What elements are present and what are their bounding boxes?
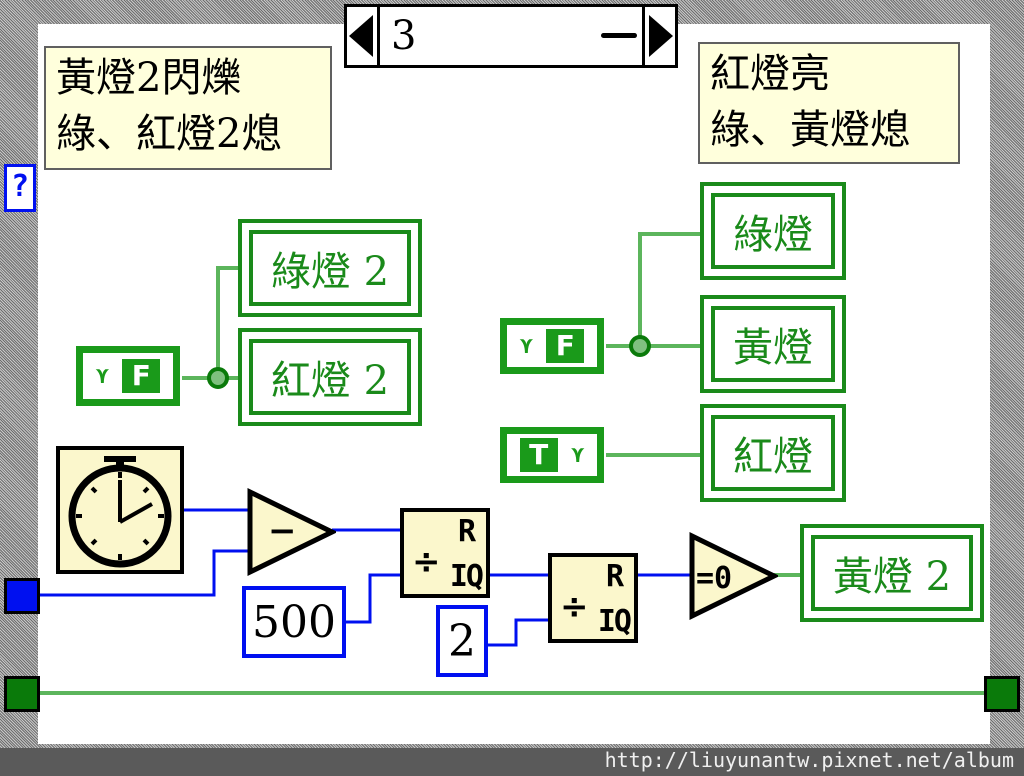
integer-quotient-label: IQ [597, 604, 632, 639]
wire-tunnel-to-subtract [38, 549, 248, 597]
indicator-label: 紅燈 [711, 415, 835, 491]
tick-count-node[interactable] [56, 446, 184, 574]
divide-symbol: ÷ [412, 542, 441, 582]
indicator-label: 綠燈 2 [249, 230, 411, 306]
wire-500-to-qr1 [346, 573, 402, 624]
indicator-red-light[interactable]: 紅燈 [700, 404, 846, 502]
false-label: F [546, 329, 585, 363]
false-constant-right[interactable]: ⋎ F [500, 318, 604, 374]
indicator-label: 紅燈 2 [249, 339, 411, 415]
equal-zero-label: =0 [696, 561, 732, 596]
quotient-remainder-node-2[interactable]: ÷ R IQ [548, 553, 638, 643]
stopwatch-icon [68, 456, 172, 568]
integer-quotient-label: IQ [449, 559, 484, 594]
boolean-mark-icon: ⋎ [571, 442, 585, 468]
subtract-node[interactable]: − [246, 488, 336, 576]
indicator-label: 黃燈 2 [811, 535, 973, 611]
indicator-yellow-light[interactable]: 黃燈 [700, 295, 846, 393]
boolean-mark-icon: ⋎ [95, 363, 109, 389]
case-value: 3 [391, 13, 417, 59]
left-arrow-icon [349, 15, 373, 57]
shift-register-right[interactable] [984, 676, 1020, 712]
input-tunnel[interactable] [4, 578, 40, 614]
comment-right: 紅燈亮 綠、黃燈熄 [698, 42, 960, 164]
wire-2-to-qr2 [488, 618, 550, 647]
false-constant-left[interactable]: ⋎ F [76, 346, 180, 406]
indicator-green-light[interactable]: 綠燈 [700, 182, 846, 280]
wire-right-branch-to-green [638, 232, 700, 346]
shift-register-left[interactable] [4, 676, 40, 712]
case-decrement-button[interactable] [347, 7, 380, 65]
indicator-label: 綠燈 [711, 193, 835, 269]
true-label: T [519, 438, 558, 472]
wire-junction-right [629, 335, 651, 357]
indicator-yellow-light-2[interactable]: 黃燈 2 [800, 524, 984, 622]
watermark-url: http://liuyunantw.pixnet.net/album [604, 748, 1014, 772]
wire-junction-left [207, 367, 229, 389]
subtract-symbol: − [268, 511, 297, 551]
quotient-remainder-node-1[interactable]: ÷ R IQ [400, 508, 490, 598]
boolean-mark-icon: ⋎ [519, 333, 533, 359]
false-label: F [122, 359, 161, 393]
numeric-constant-2[interactable]: 2 [436, 605, 488, 677]
indicator-label: 黃燈 [711, 306, 835, 382]
equal-zero-node[interactable]: =0 [688, 532, 778, 620]
right-arrow-icon [649, 15, 673, 57]
remainder-label: R [605, 559, 624, 594]
remainder-label: R [457, 514, 476, 549]
comment-left: 黃燈2閃爍 綠、紅燈2熄 [44, 46, 332, 170]
indicator-green-light-2[interactable]: 綠燈 2 [238, 219, 422, 317]
help-icon[interactable]: ? [4, 164, 36, 212]
indicator-red-light-2[interactable]: 紅燈 2 [238, 328, 422, 426]
case-increment-button[interactable] [642, 7, 675, 65]
true-constant[interactable]: T ⋎ [500, 427, 604, 483]
numeric-constant-500[interactable]: 500 [242, 586, 346, 658]
case-selector[interactable]: 3 [344, 4, 678, 68]
case-dropdown-mark[interactable] [601, 33, 637, 38]
wire-left-branch-to-green2 [216, 266, 238, 378]
divide-symbol: ÷ [560, 587, 589, 627]
